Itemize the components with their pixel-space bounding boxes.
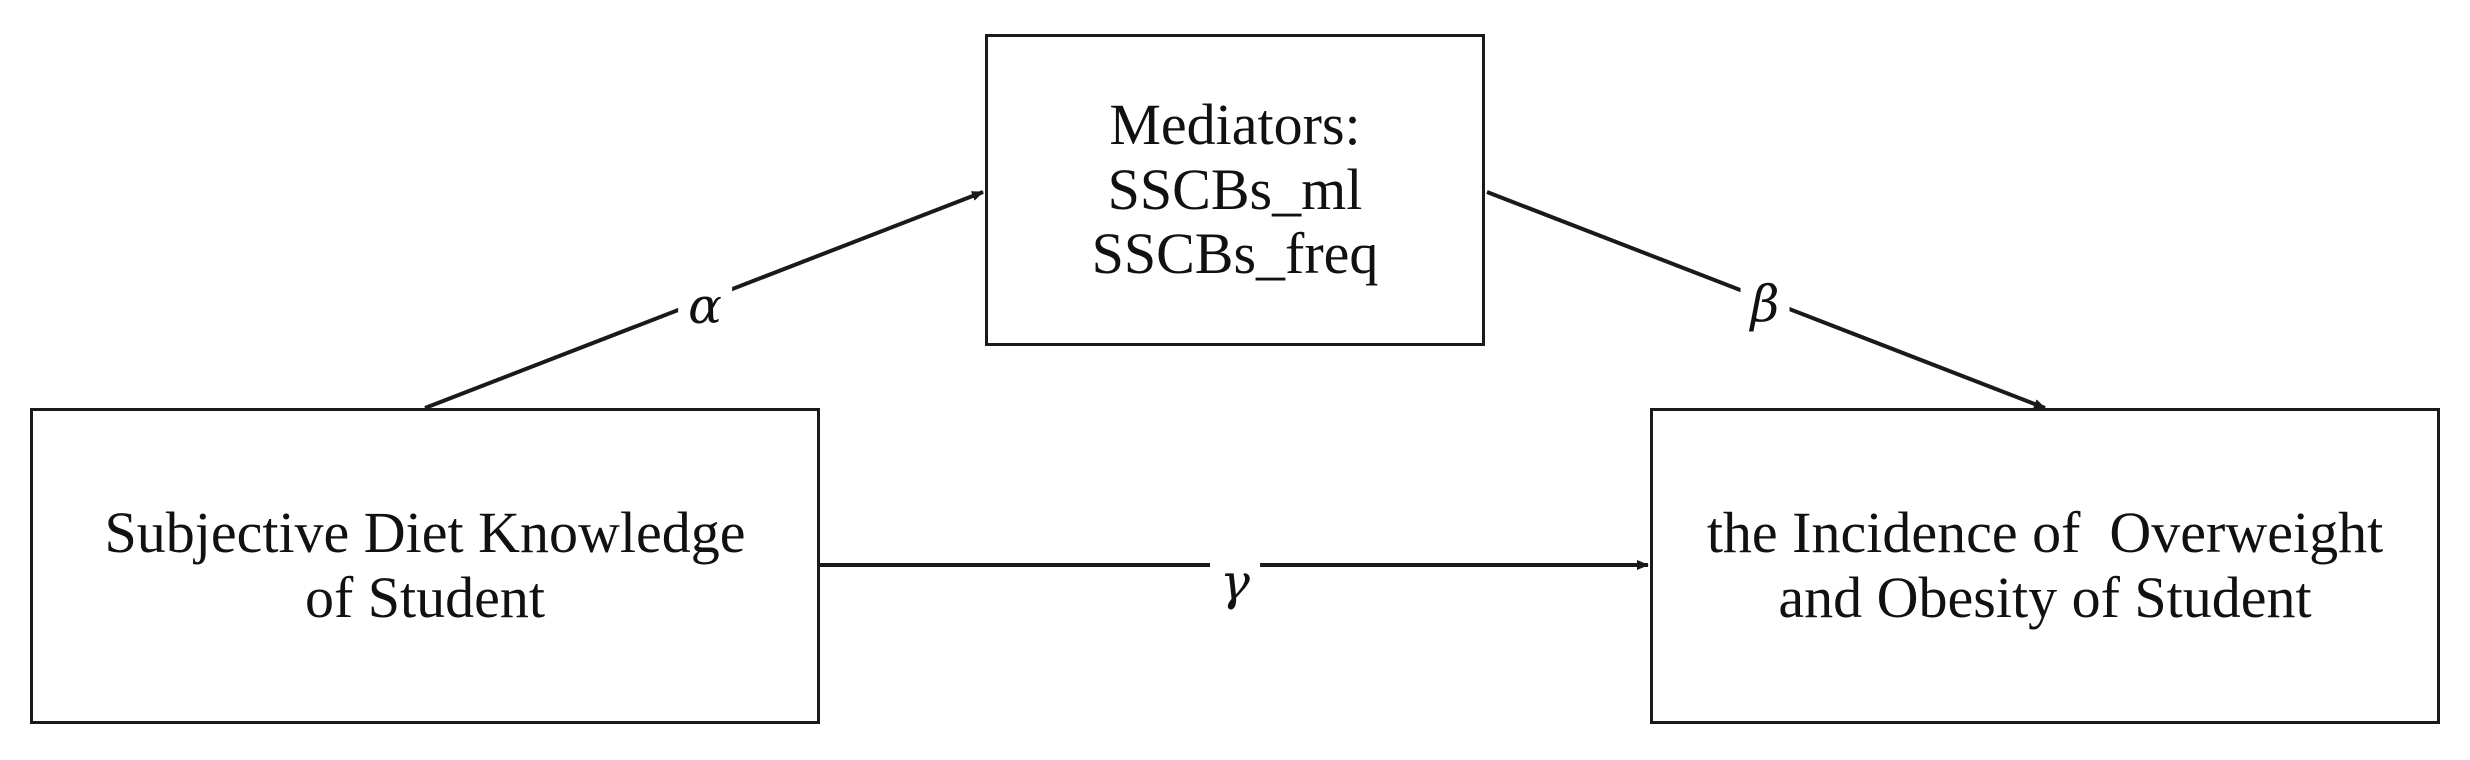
alpha-path-label: α	[678, 281, 732, 331]
predictor-box: Subjective Diet Knowledge of Student	[30, 408, 820, 724]
mediators-box: Mediators: SSCBs_ml SSCBs_freq	[985, 34, 1485, 346]
outcome-line-1: the Incidence of Overweight	[1706, 500, 2384, 566]
mediator-sscbs-ml: SSCBs_ml	[1107, 156, 1363, 222]
beta-path-label: β	[1740, 279, 1790, 329]
outcome-box: the Incidence of Overweight and Obesity …	[1650, 408, 2440, 724]
mediators-title: Mediators:	[1109, 91, 1361, 157]
predictor-line-2: of Student	[304, 565, 546, 630]
outcome-line-2: and Obesity of Student	[1778, 565, 2312, 630]
predictor-line-1: Subjective Diet Knowledge	[104, 500, 746, 566]
gamma-path-label: γ	[1210, 557, 1260, 607]
mediator-sscbs-freq: SSCBs_freq	[1091, 221, 1379, 287]
